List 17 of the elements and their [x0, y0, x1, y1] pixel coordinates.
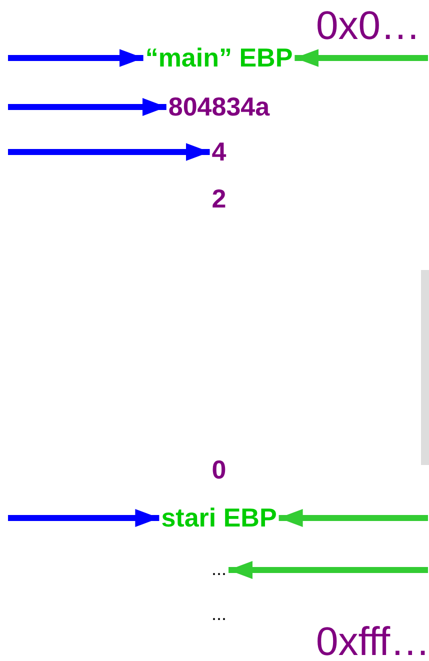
stack-value: 2 [212, 184, 226, 214]
arrow [8, 509, 160, 527]
arrow [278, 509, 428, 527]
stack-value: ... [212, 605, 226, 625]
stack-value: “main” EBP [145, 44, 293, 72]
arrow [8, 143, 210, 161]
arrow [8, 49, 144, 67]
address-label: 0x0… [316, 6, 420, 46]
stack-value: 0 [212, 456, 226, 484]
arrow [8, 98, 166, 116]
stack-value: 804834a [168, 92, 270, 122]
stack-value: 4 [212, 138, 226, 166]
stack-value: ... [212, 560, 226, 580]
arrow [228, 561, 428, 579]
address-label: 0xfff… [316, 622, 429, 661]
stack-value: stari EBP [161, 504, 277, 532]
arrow [294, 49, 428, 67]
